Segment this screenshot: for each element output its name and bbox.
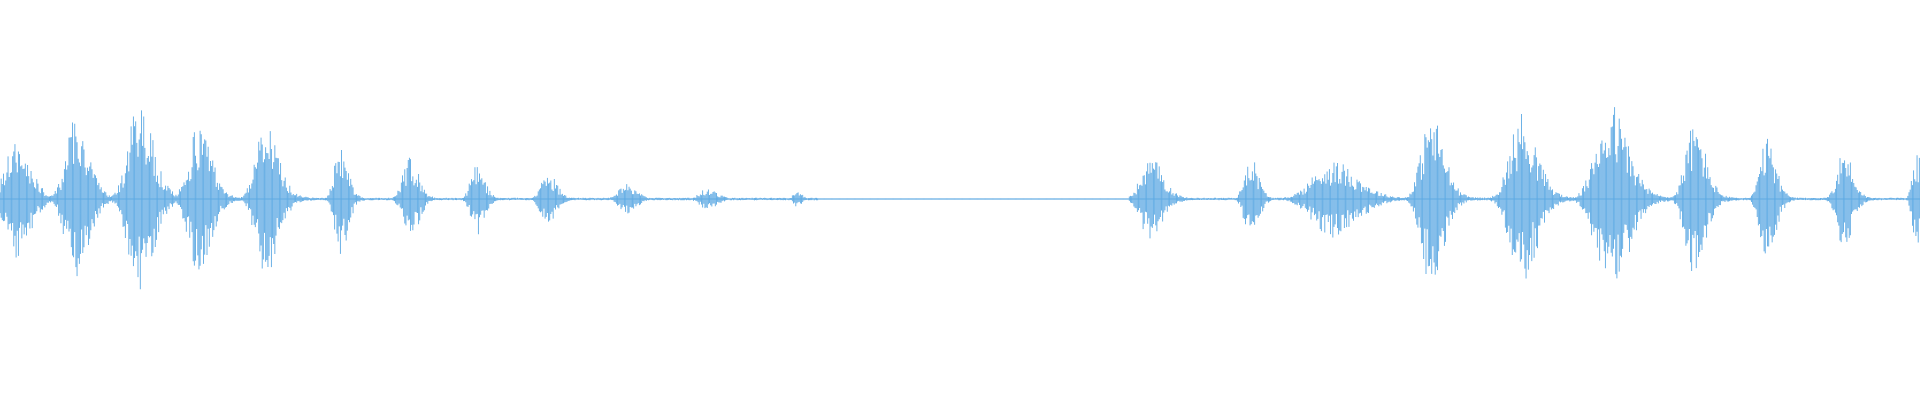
- waveform-samples: [0, 107, 1920, 290]
- waveform-trace: [0, 107, 1920, 290]
